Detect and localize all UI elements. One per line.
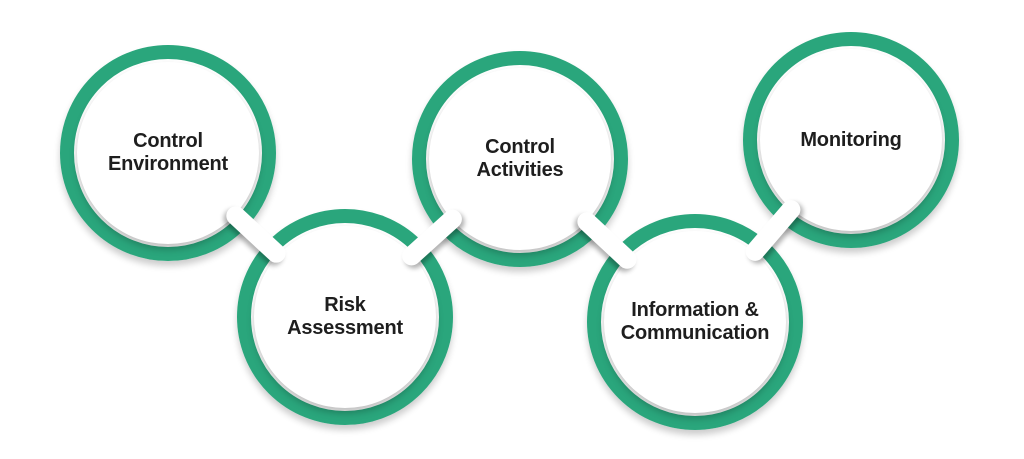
node-label-information-communication: Information & Communication bbox=[620, 299, 770, 344]
node-label-control-activities: Control Activities bbox=[476, 136, 564, 181]
node-label-control-environment: Control Environment bbox=[107, 130, 229, 175]
node-label-monitoring: Monitoring bbox=[800, 128, 902, 151]
node-label-risk-assessment: Risk Assessment bbox=[287, 294, 403, 339]
